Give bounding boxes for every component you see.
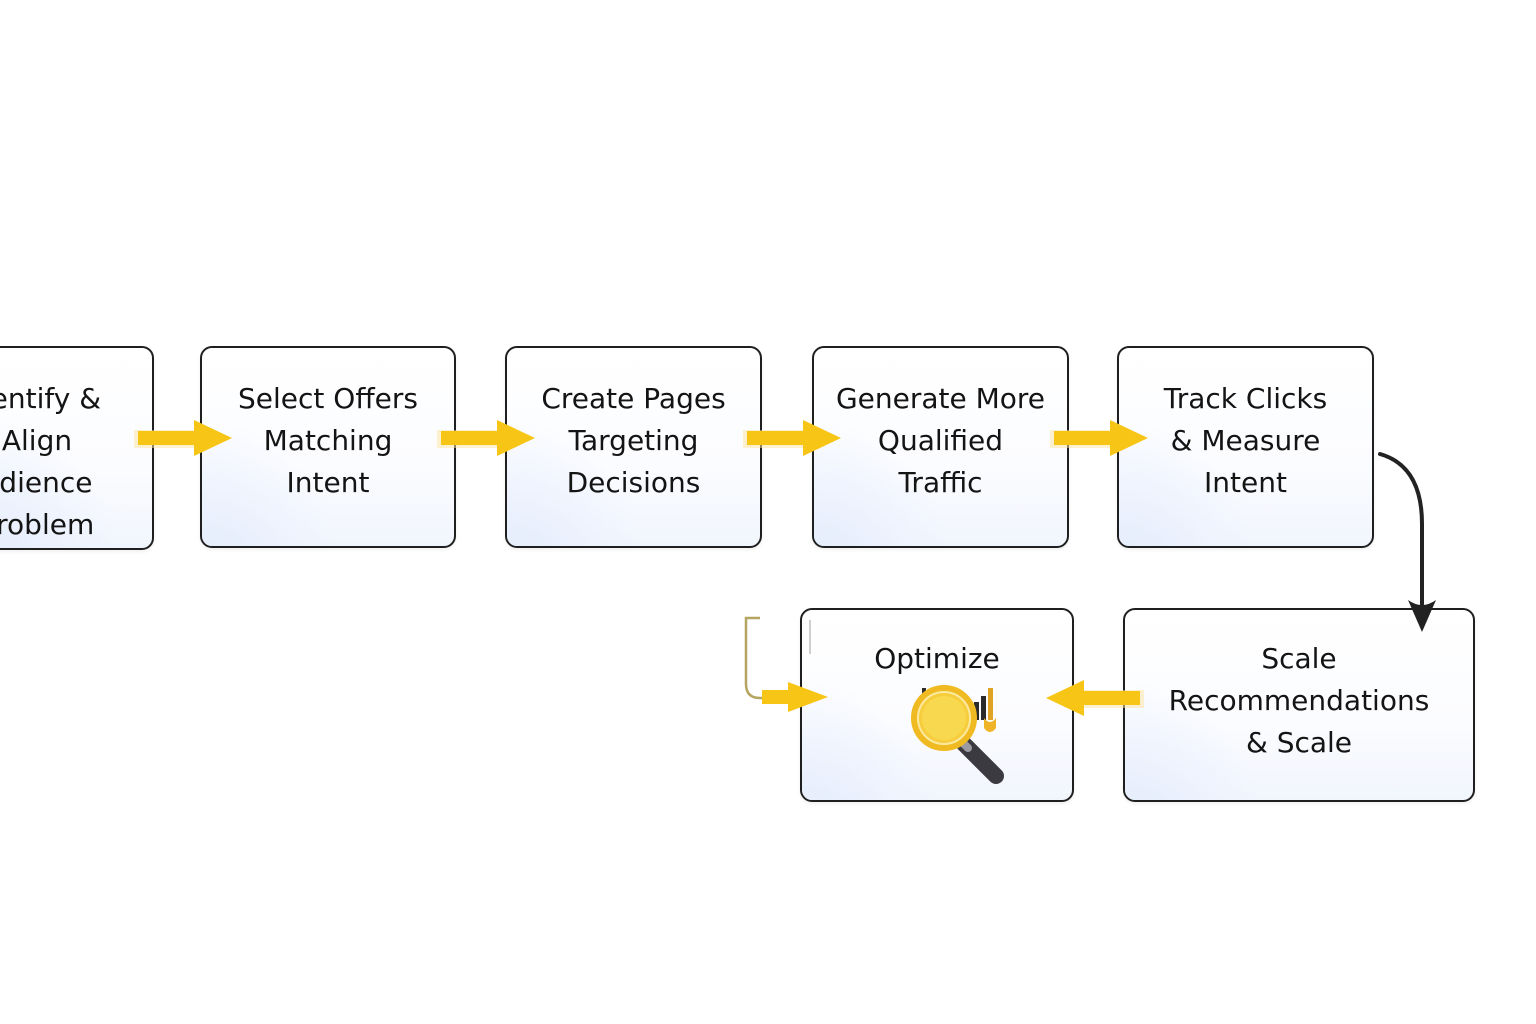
step-5-box: Track Clicks & Measure Intent [1117,346,1374,548]
step-3-label: Create Pages Targeting Decisions [541,382,726,499]
arrow-3-4 [743,420,841,456]
magnifier-chart-icon [911,685,1004,784]
step-1-label: dentify & Align udience Problem [0,382,102,541]
arrow-4-5 [1050,420,1148,456]
step-4-label: Generate More Qualified Traffic [835,382,1046,499]
step-2-box: Select Offers Matching Intent [200,346,456,548]
step-3-box: Create Pages Targeting Decisions [505,346,762,548]
loop-back-arrow [744,616,828,712]
arrow-6-7 [1046,680,1144,716]
arrow-2-3 [437,420,535,456]
connector-5-6 [1378,452,1436,632]
step-1-box: dentify & Align udience Problem [0,346,154,550]
step-2-label: Select Offers Matching Intent [238,382,418,499]
step-6-label: Scale Recommendations & Scale [1168,642,1430,759]
step-4-box: Generate More Qualified Traffic [812,346,1069,548]
step-7-box: Optimize [800,608,1074,802]
step-5-label: Track Clicks & Measure Intent [1163,382,1328,499]
arrow-1-2 [134,420,232,456]
step-7-label: Optimize [874,642,1000,675]
step-6-box: Scale Recommendations & Scale [1123,608,1475,802]
